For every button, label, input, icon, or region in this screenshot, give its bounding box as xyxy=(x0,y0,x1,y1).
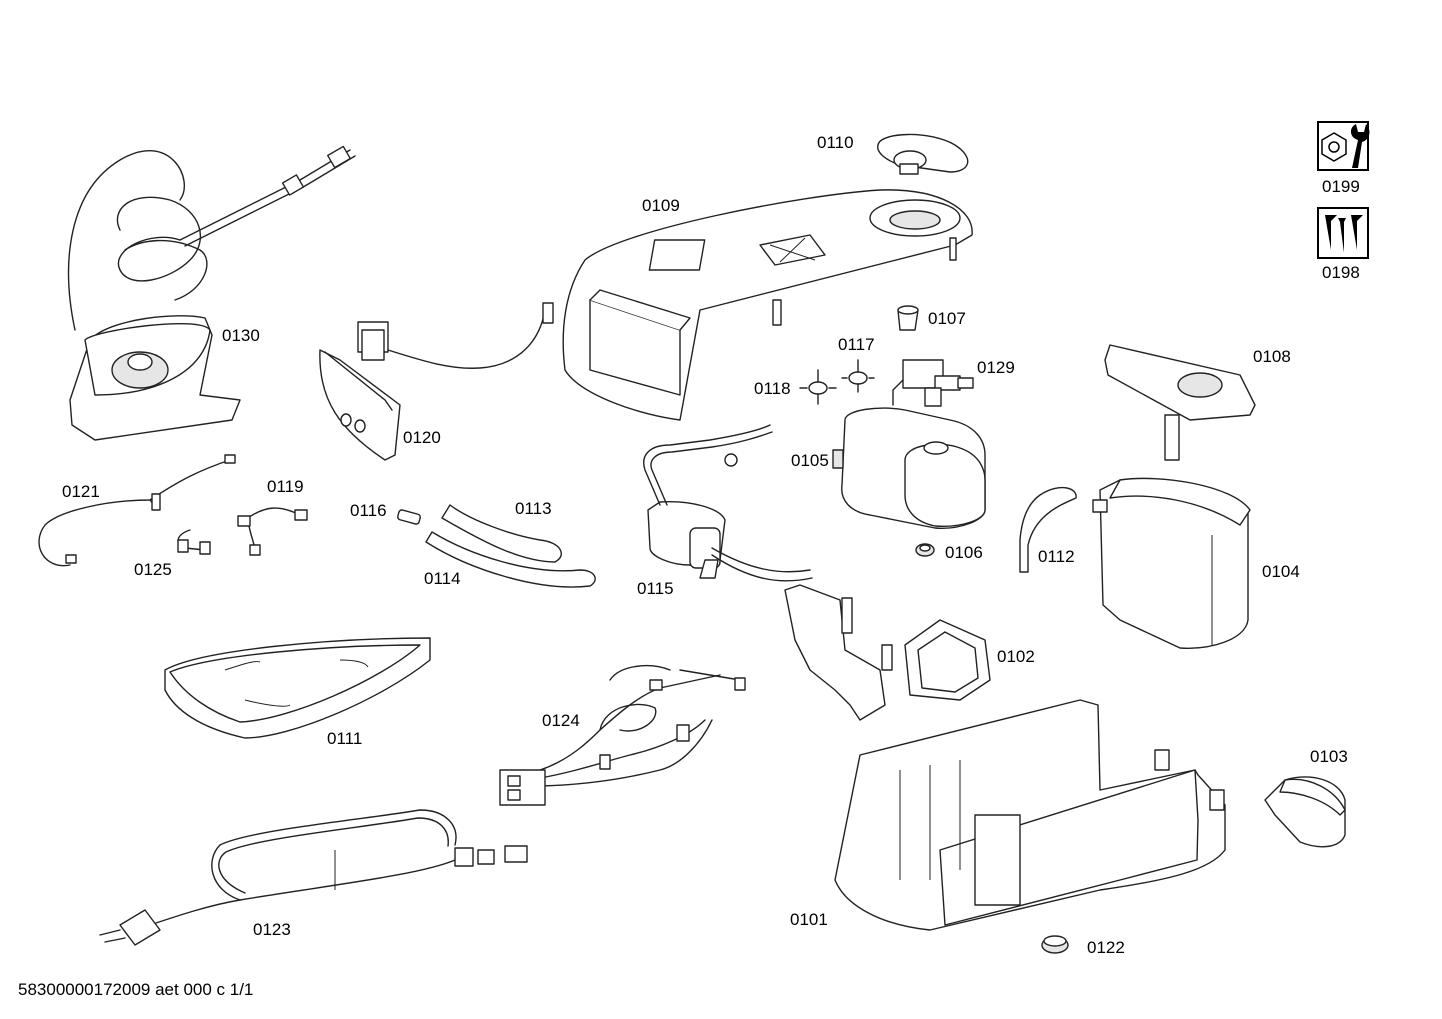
part-0119-wire xyxy=(237,507,308,556)
label-0113: 0113 xyxy=(515,499,552,518)
part-0120-control-panel xyxy=(319,302,554,461)
label-0129: 0129 xyxy=(977,358,1015,377)
label-0102: 0102 xyxy=(997,647,1035,666)
part-0117-thermostat xyxy=(841,359,875,393)
label-0118: 0118 xyxy=(754,379,791,398)
label-0115: 0115 xyxy=(637,579,674,598)
nut-wrench-icon xyxy=(1317,121,1370,171)
label-0108: 0108 xyxy=(1253,347,1291,366)
label-0119: 0119 xyxy=(267,477,304,496)
label-0107: 0107 xyxy=(928,309,966,328)
part-0109-top-cover xyxy=(562,189,973,421)
part-0121-cable xyxy=(38,454,236,567)
part-0104-tank xyxy=(1092,477,1251,649)
part-0105-boiler xyxy=(832,407,986,529)
label-0121: 0121 xyxy=(62,482,100,501)
part-0118-thermostat xyxy=(799,369,837,405)
part-0124-wiring-harness xyxy=(499,665,746,806)
screws-icon xyxy=(1317,207,1369,259)
label-0106: 0106 xyxy=(945,543,983,562)
label-0130: 0130 xyxy=(222,326,260,345)
part-0102-frame xyxy=(784,584,991,721)
label-0101: 0101 xyxy=(790,910,828,929)
part-0122-nut xyxy=(1041,935,1069,954)
document-footer-id: 58300000172009 aet 000 c 1/1 xyxy=(18,980,254,999)
part-0129-valve xyxy=(892,359,974,407)
part-0125-wire xyxy=(177,529,211,555)
part-0107-clip xyxy=(897,305,919,331)
part-0113-hose xyxy=(441,504,562,563)
part-0103-end-cap xyxy=(1264,776,1346,848)
part-0114-hose xyxy=(425,531,596,588)
part-0110-cap xyxy=(877,133,969,175)
label-0123: 0123 xyxy=(253,920,291,939)
label-0125: 0125 xyxy=(134,560,172,579)
label-0103: 0103 xyxy=(1310,747,1348,766)
label-0104: 0104 xyxy=(1262,562,1300,581)
part-0108-bracket xyxy=(1104,344,1256,461)
part-0106-nut xyxy=(915,543,935,557)
label-0105: 0105 xyxy=(791,451,829,470)
label-0110: 0110 xyxy=(817,133,854,152)
label-0109: 0109 xyxy=(642,196,680,215)
label-0112: 0112 xyxy=(1038,547,1075,566)
part-0115-pump xyxy=(643,424,813,582)
part-0123-power-cord xyxy=(99,809,528,946)
label-0122: 0122 xyxy=(1087,938,1125,957)
label-0199: 0199 xyxy=(1322,177,1360,196)
label-0120: 0120 xyxy=(403,428,441,447)
label-0198: 0198 xyxy=(1322,263,1360,282)
part-0130-iron xyxy=(67,145,356,441)
label-0124: 0124 xyxy=(542,711,580,730)
label-0116: 0116 xyxy=(350,501,387,520)
part-0101-base xyxy=(834,699,1226,931)
part-0116 xyxy=(397,509,421,525)
part-0111-tray xyxy=(164,637,431,739)
label-0114: 0114 xyxy=(424,569,461,588)
label-0117: 0117 xyxy=(838,335,875,354)
label-0111: 0111 xyxy=(327,729,362,748)
part-0112-hose xyxy=(1019,486,1077,573)
